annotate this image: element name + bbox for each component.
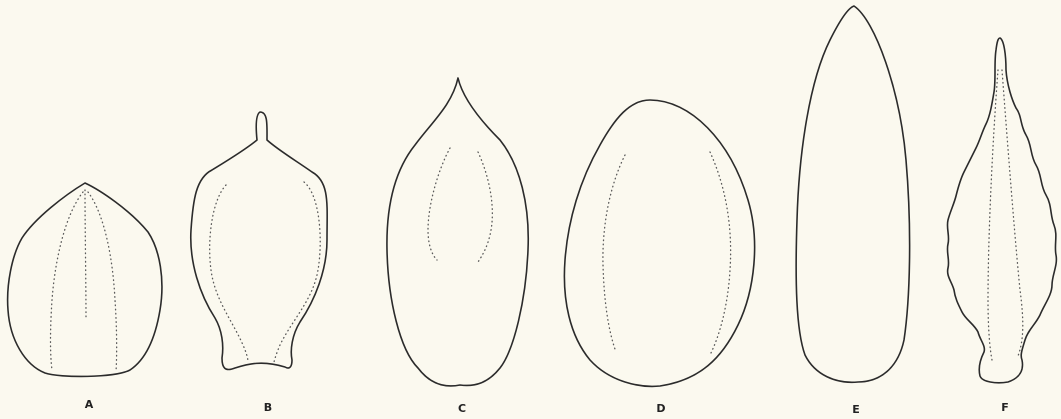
petal-b-vein-left xyxy=(210,185,248,362)
petal-e-outline xyxy=(796,6,909,382)
petal-a-vein-right xyxy=(88,192,117,372)
figure-label-a: A xyxy=(85,399,94,410)
petal-f-outline xyxy=(947,38,1056,383)
figure-label-e: E xyxy=(852,404,860,415)
petal-b-outline xyxy=(191,112,327,370)
figure-label-f: F xyxy=(1001,402,1009,413)
petal-c-vein-right xyxy=(478,152,492,262)
petal-c-drawing xyxy=(387,78,528,386)
petal-a-drawing xyxy=(8,183,162,376)
petal-c-vein-left xyxy=(428,148,450,260)
petal-b-drawing xyxy=(191,112,327,370)
petal-c-outline xyxy=(387,78,528,386)
petal-d-drawing xyxy=(564,100,754,386)
petal-d-outline xyxy=(564,100,754,386)
petal-a-vein-left xyxy=(51,192,84,370)
petal-a-vein-center xyxy=(85,190,86,320)
petal-d-vein-right xyxy=(710,152,731,355)
petal-f-vein-right xyxy=(1002,70,1023,356)
figure-label-c: C xyxy=(458,403,466,414)
petal-e-drawing xyxy=(796,6,909,382)
figure-label-b: B xyxy=(264,402,272,413)
petal-f-drawing xyxy=(947,38,1056,383)
petal-d-vein-left xyxy=(603,155,625,352)
petal-b-vein-right xyxy=(274,182,320,362)
figure-label-d: D xyxy=(656,403,665,414)
